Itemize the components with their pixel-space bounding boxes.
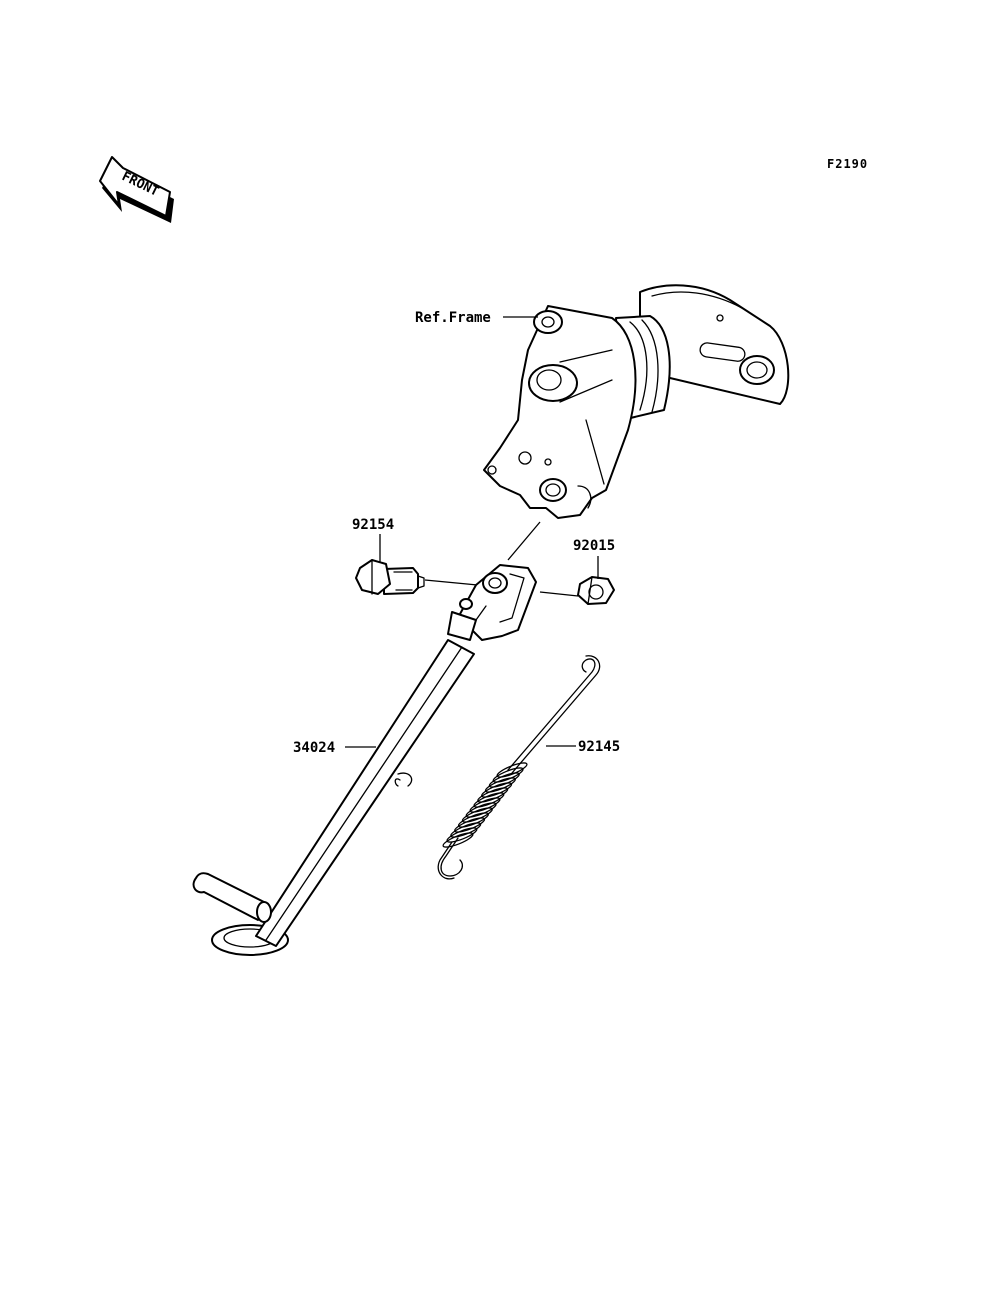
nut-92015 — [577, 576, 615, 605]
spring-label: 92145 — [578, 739, 620, 755]
ref-frame-label: Ref.Frame — [415, 310, 491, 326]
spring-coil — [442, 832, 474, 848]
frame-bracket — [483, 284, 790, 519]
side-stand-34024 — [192, 564, 537, 956]
bolt-label: 92154 — [352, 517, 394, 533]
stand-label: 34024 — [293, 740, 335, 756]
nut-assembly-line — [539, 591, 579, 597]
spring-92145 — [437, 655, 601, 880]
bolt-92154 — [355, 559, 425, 595]
diagram-code: F2190 — [827, 157, 868, 171]
front-arrow-icon: FRONT — [99, 156, 174, 223]
nut-label: 92015 — [573, 538, 615, 554]
pivot-centerline — [507, 521, 541, 561]
